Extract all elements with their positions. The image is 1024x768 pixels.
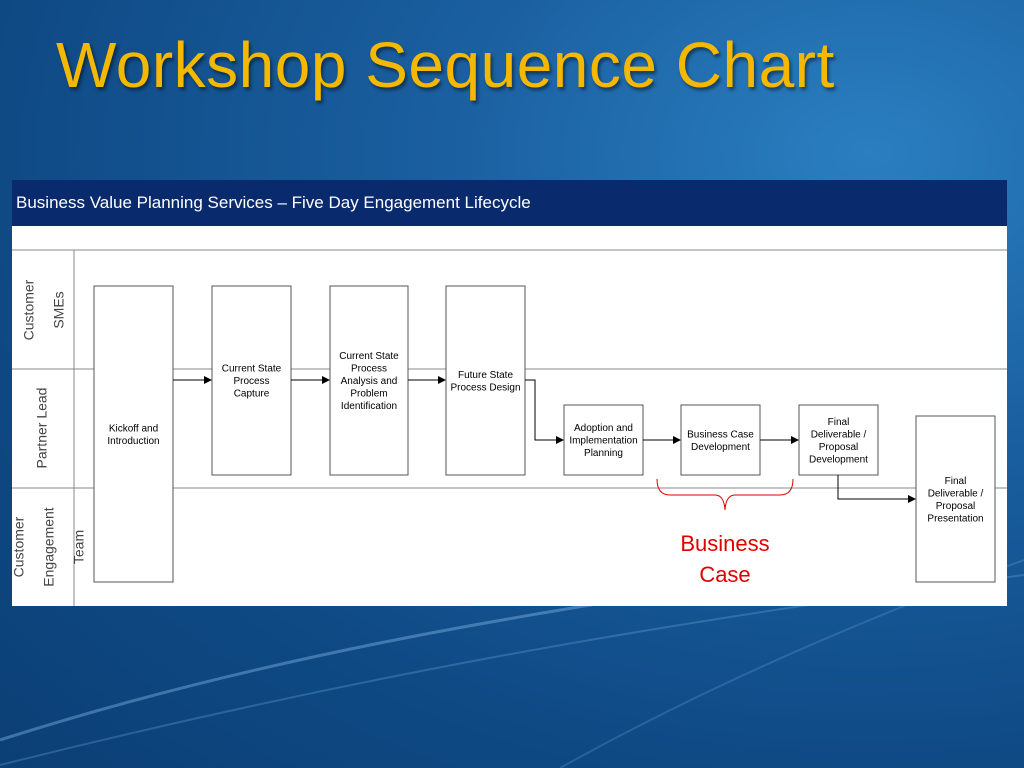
- callout-line-2: Case: [699, 562, 751, 587]
- step-label-line: Identification: [341, 401, 397, 412]
- step-label-line: Problem: [350, 389, 387, 400]
- step-label-line: Final: [945, 476, 967, 487]
- slide-title: Workshop Sequence Chart: [56, 29, 835, 101]
- callout-line-1: Business: [680, 531, 770, 556]
- diagram-header: Business Value Planning Services – Five …: [12, 180, 1007, 226]
- step-label-line: Development: [691, 442, 750, 453]
- step-label-line: Final: [828, 417, 850, 428]
- step-label-line: Planning: [584, 448, 623, 459]
- step-label-line: Deliverable /: [928, 488, 984, 499]
- step-box: [798, 404, 879, 476]
- step-label-line: Process Design: [450, 382, 520, 393]
- step-label-line: Current State: [222, 364, 282, 375]
- step-label-line: Proposal: [936, 501, 975, 512]
- step-label-line: Proposal: [819, 442, 858, 453]
- step-label-line: Process: [351, 364, 387, 375]
- step-label-line: Current State: [339, 351, 399, 362]
- step-box: [915, 415, 996, 583]
- step-label-line: Deliverable /: [811, 429, 867, 440]
- step-label-line: Process: [233, 376, 269, 387]
- swimlane-diagram: Business Value Planning Services – Five …: [11, 180, 1007, 606]
- step-label-line: Capture: [234, 389, 270, 400]
- step-label-line: Business Case: [687, 429, 754, 440]
- step-box: [329, 285, 409, 476]
- step-box: [680, 404, 761, 476]
- flow-arrow-4: [525, 379, 564, 444]
- business-case-brace: [656, 478, 794, 511]
- step-label-line: Development: [809, 454, 868, 465]
- step-box: [211, 285, 292, 476]
- step-label-line: Adoption and: [574, 423, 633, 434]
- step-box: [563, 404, 644, 476]
- step-label-line: Kickoff and: [109, 423, 158, 434]
- flow-arrows: [173, 376, 916, 503]
- flow-arrow-7: [837, 475, 916, 503]
- step-label-line: Implementation: [569, 436, 637, 447]
- step-box: [93, 285, 174, 583]
- business-case-callout: Business Case: [655, 528, 795, 590]
- step-label-line: Analysis and: [341, 376, 398, 387]
- step-label-line: Introduction: [107, 436, 159, 447]
- step-label-line: Future State: [458, 370, 513, 381]
- step-box: [445, 285, 526, 476]
- step-label-line: Presentation: [927, 513, 983, 524]
